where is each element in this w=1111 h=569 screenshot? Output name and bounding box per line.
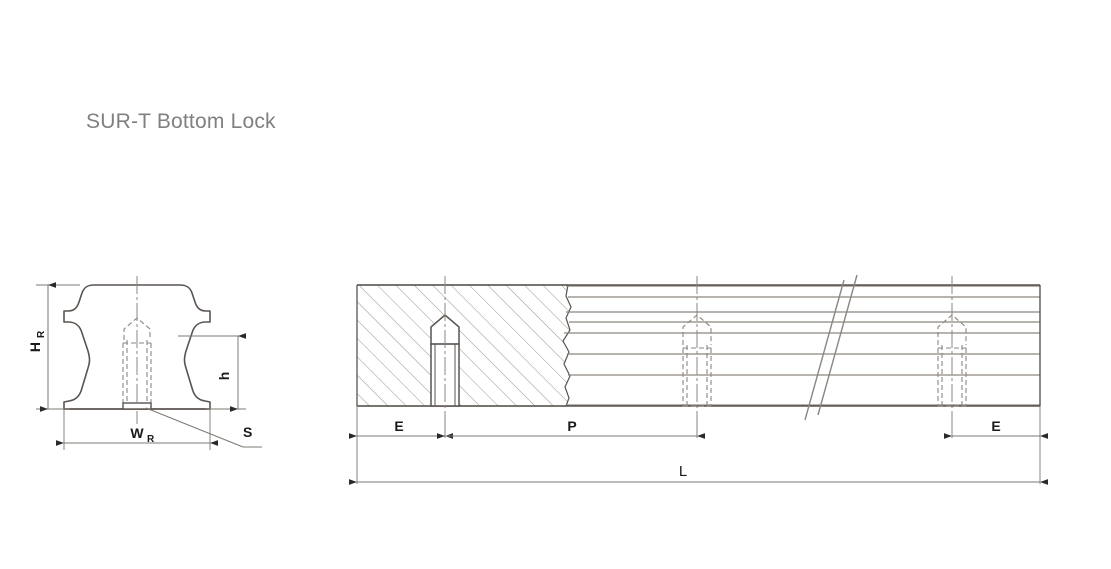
dimension-HR-label: H [27, 342, 43, 352]
side-view-dimensions: E P E L [349, 406, 1048, 485]
leader-S: S [145, 407, 262, 448]
dimension-h-label: h [216, 372, 232, 381]
dimension-WR-subscript: R [147, 434, 155, 445]
section-hatched-body [357, 285, 571, 406]
dimension-E-left-label: E [394, 418, 403, 434]
dimension-E-right: E [944, 418, 1048, 439]
dimension-WR-label: W [130, 425, 144, 441]
dimension-HR: H R [27, 282, 80, 412]
break-symbol [804, 274, 858, 421]
dimension-WR: W R [56, 409, 218, 450]
dimension-L: L [349, 463, 1048, 485]
dimension-h: h [178, 333, 246, 412]
dimension-E-left: E [349, 418, 453, 439]
dimension-HR-subscript: R [36, 330, 47, 338]
dimension-L-label: L [679, 463, 687, 480]
hole-mouth-opening [122, 402, 152, 410]
dimension-E-right-label: E [991, 418, 1000, 434]
rail-side-view [356, 274, 1041, 421]
rail-cross-section-view: H R h W R [27, 276, 262, 450]
page-title: SUR-T Bottom Lock [86, 110, 276, 133]
rail-profile-lines [564, 285, 1040, 406]
hidden-bottom-lock-hole [122, 317, 152, 406]
dimension-P: P [437, 418, 705, 439]
dimension-S-label: S [243, 424, 252, 440]
section-break-edge [562, 284, 572, 407]
dimension-P-label: P [567, 418, 576, 434]
